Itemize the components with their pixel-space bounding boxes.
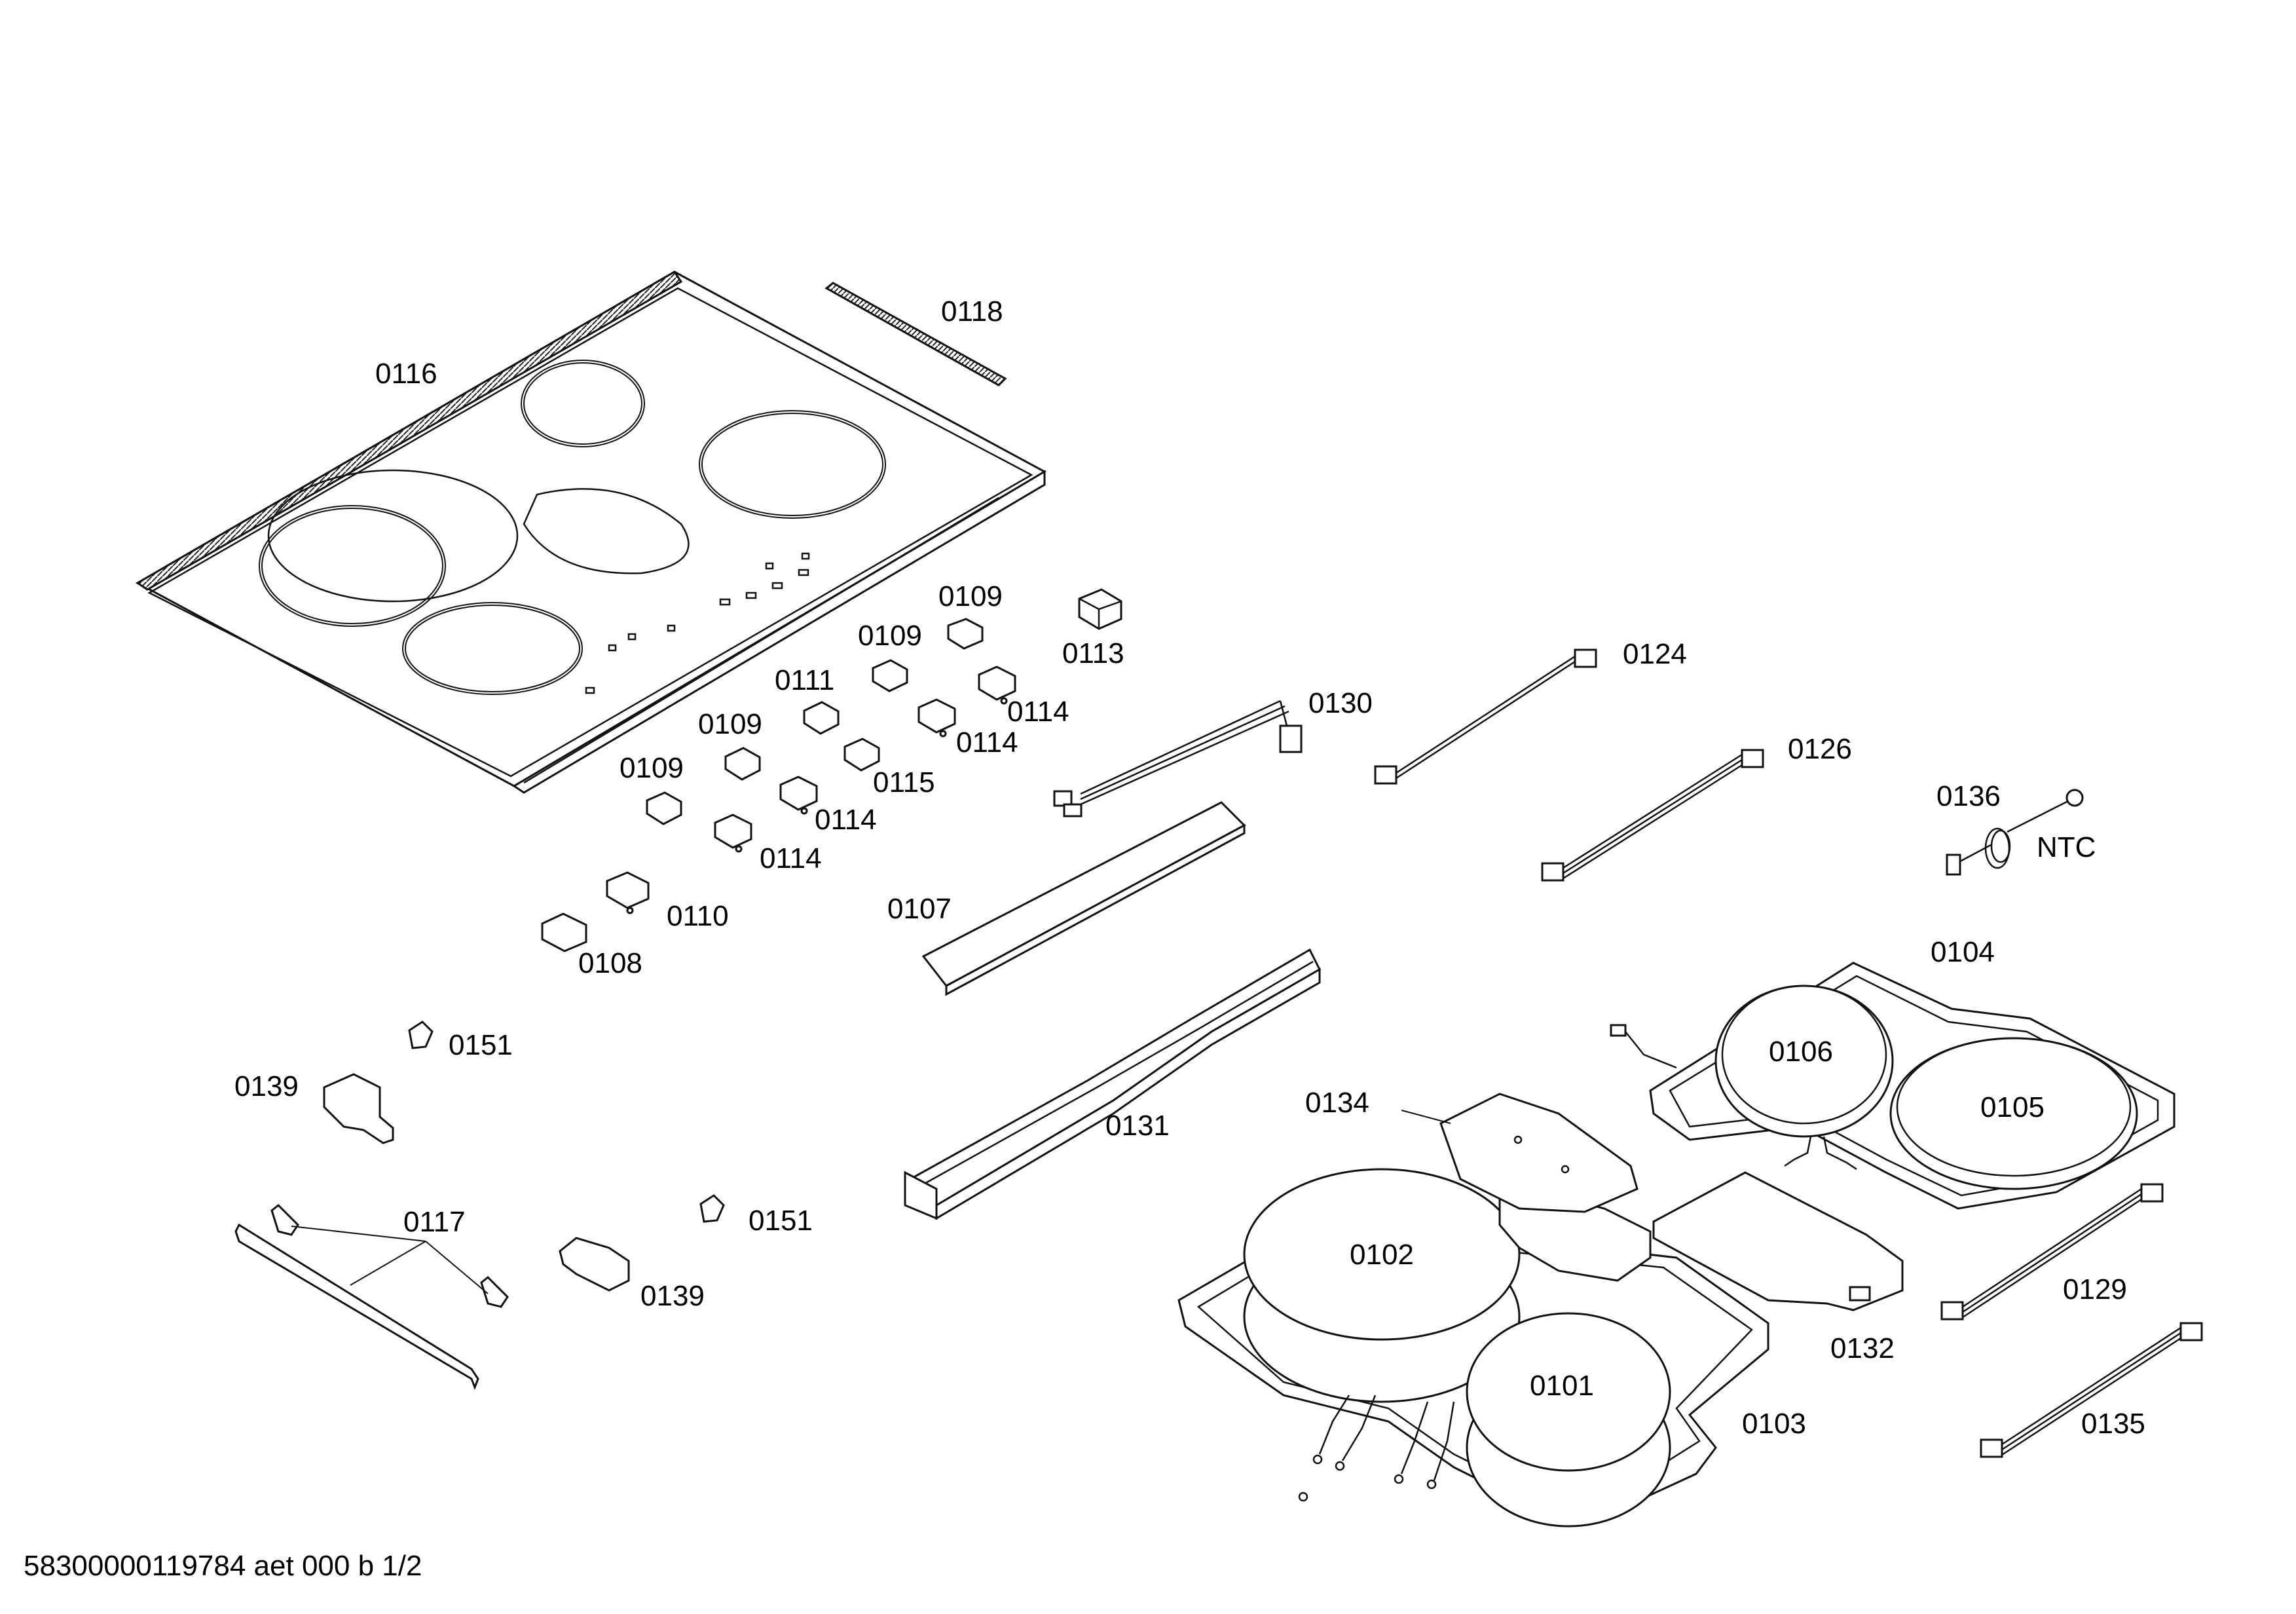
- label-0124: 0124: [1623, 638, 1687, 670]
- label-0109: 0109: [620, 752, 684, 784]
- cover-plate-0134: [1401, 1093, 1639, 1213]
- label-0102: 0102: [1350, 1239, 1414, 1271]
- label-0114: 0114: [1007, 696, 1069, 728]
- label-0103: 0103: [1742, 1408, 1806, 1440]
- switch-cap-icon: [917, 698, 956, 738]
- mounting-rail-0117: [234, 1203, 509, 1391]
- connector-cables: [1374, 648, 2203, 1458]
- label-0115: 0115: [873, 766, 935, 798]
- label-0113: 0113: [1062, 637, 1124, 669]
- label-0117: 0117: [403, 1206, 466, 1238]
- cable-0126: [1541, 749, 1764, 882]
- label-0107: 0107: [887, 893, 952, 925]
- label-0109: 0109: [858, 620, 922, 652]
- switch-cap-icon: [978, 666, 1016, 705]
- label-0135: 0135: [2081, 1408, 2145, 1440]
- switch-cap-icon: [606, 871, 650, 914]
- label-0136: 0136: [1936, 780, 2001, 812]
- shield-plate-0132: [1652, 1171, 1904, 1311]
- label-0132: 0132: [1830, 1332, 1895, 1364]
- label-0104: 0104: [1931, 936, 1995, 968]
- label-0131: 0131: [1105, 1110, 1170, 1142]
- bracket-0139: [559, 1237, 630, 1292]
- control-symbols: [585, 552, 810, 694]
- cable-0135: [1980, 1322, 2203, 1458]
- switch-cap-icon: [541, 912, 587, 952]
- label-0151: 0151: [449, 1029, 513, 1061]
- label-0114: 0114: [815, 804, 877, 836]
- switch-cap-icon: [1078, 588, 1122, 630]
- label-0134: 0134: [1305, 1087, 1369, 1119]
- label-0116: 0116: [375, 358, 437, 390]
- switch-cap-icon: [724, 747, 761, 781]
- retaining-clip-icon: [699, 1194, 725, 1223]
- label-0118: 0118: [941, 295, 1003, 328]
- label-ntc: NTC: [2037, 831, 2096, 863]
- induction-coil-icon: [1889, 1037, 2138, 1190]
- ntc-temperature-sensor: [1946, 789, 2084, 876]
- label-0130: 0130: [1308, 687, 1373, 719]
- switch-cap-icon: [779, 776, 818, 815]
- control-board: [921, 801, 1246, 996]
- switch-cap-icon: [947, 618, 984, 650]
- document-code: 58300000119784 aet 000 b 1/2: [24, 1550, 422, 1582]
- switch-caps: [541, 588, 1122, 952]
- label-0108: 0108: [578, 947, 642, 979]
- bracket-0139: [323, 1073, 394, 1144]
- label-0139: 0139: [640, 1280, 705, 1312]
- cable-0124: [1374, 648, 1597, 785]
- label-0110: 0110: [667, 900, 729, 932]
- switch-cap-icon: [843, 738, 880, 772]
- part-labels: 0116 0118 0109 0109 0109 0109 0113 0111 …: [234, 295, 2145, 1440]
- label-0101: 0101: [1530, 1370, 1594, 1402]
- label-0126: 0126: [1788, 733, 1852, 765]
- induction-coil-icon: [1243, 1168, 1521, 1403]
- cable-0129: [1940, 1183, 2164, 1321]
- support-rail: [904, 948, 1321, 1220]
- label-0139: 0139: [234, 1070, 299, 1102]
- cable-harness-0130: [1053, 700, 1303, 817]
- label-0129: 0129: [2063, 1273, 2127, 1305]
- coil-wires: [1298, 1395, 1455, 1502]
- switch-cap-icon: [714, 814, 752, 853]
- label-0109: 0109: [698, 708, 762, 740]
- label-0106: 0106: [1769, 1036, 1833, 1068]
- induction-coil-icon: [1466, 1312, 1671, 1528]
- switch-cap-icon: [872, 659, 908, 692]
- switch-cap-icon: [646, 791, 682, 825]
- label-0151: 0151: [749, 1205, 813, 1237]
- seal-strip: [824, 282, 1007, 386]
- label-0111: 0111: [775, 664, 834, 696]
- hob-glass-top: [135, 270, 1047, 794]
- induction-coil-icon: [1714, 985, 1894, 1171]
- label-0109: 0109: [938, 580, 1003, 612]
- label-0114: 0114: [956, 726, 1018, 759]
- label-0114: 0114: [760, 842, 822, 874]
- switch-cap-icon: [803, 701, 840, 735]
- label-0105: 0105: [1980, 1091, 2045, 1123]
- retaining-clip-icon: [408, 1021, 434, 1049]
